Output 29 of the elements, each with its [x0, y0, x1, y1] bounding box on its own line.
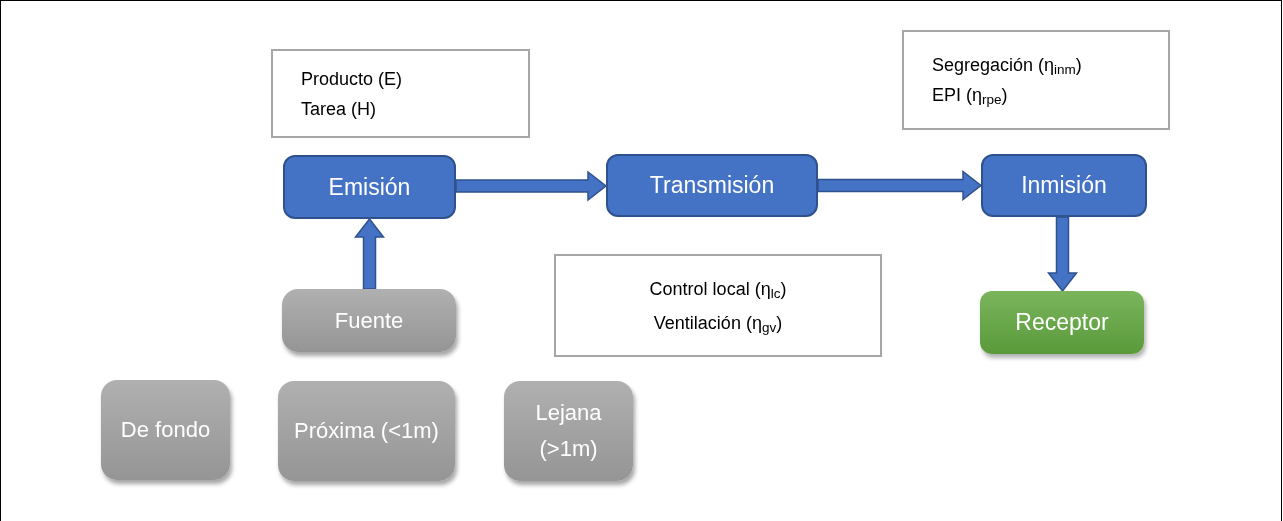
- source-box: [282, 289, 456, 352]
- source-box: [101, 380, 230, 480]
- process-box: [606, 154, 818, 217]
- factor-text: Control local (η$_{lc}$): [649, 277, 787, 302]
- source-label: De fondo: [120, 416, 211, 444]
- text-box: [902, 30, 1170, 130]
- source-label: Fuente: [334, 306, 404, 335]
- source-label: Próxima (<1m): [294, 417, 439, 445]
- factor-text: Segregación (η$_{inm}$): [932, 54, 1082, 78]
- factor-text: Tarea (H): [301, 97, 376, 121]
- receptor-box: [980, 291, 1144, 354]
- receptor-label: Receptor: [1015, 308, 1109, 338]
- source-label: Lejana (>1m): [534, 399, 603, 463]
- block-arrow: [353, 217, 386, 290]
- factor-text: EPI (η$_{rpe}$): [932, 84, 1008, 108]
- source-box: [504, 381, 633, 481]
- text-box: [554, 254, 882, 357]
- factor-text: Ventilación (η$_{gv}$): [653, 311, 783, 336]
- process-box: [981, 154, 1147, 217]
- text-box: [271, 49, 530, 138]
- factor-text: Producto (E): [301, 67, 403, 91]
- process-label: Transmisión: [649, 171, 775, 201]
- source-box: [278, 381, 455, 481]
- block-arrow: [1046, 216, 1079, 293]
- process-label: Inmisión: [1021, 171, 1107, 201]
- process-box: [283, 155, 456, 219]
- block-arrow: [455, 170, 608, 202]
- block-arrow: [817, 169, 983, 202]
- process-label: Emisión: [328, 172, 411, 202]
